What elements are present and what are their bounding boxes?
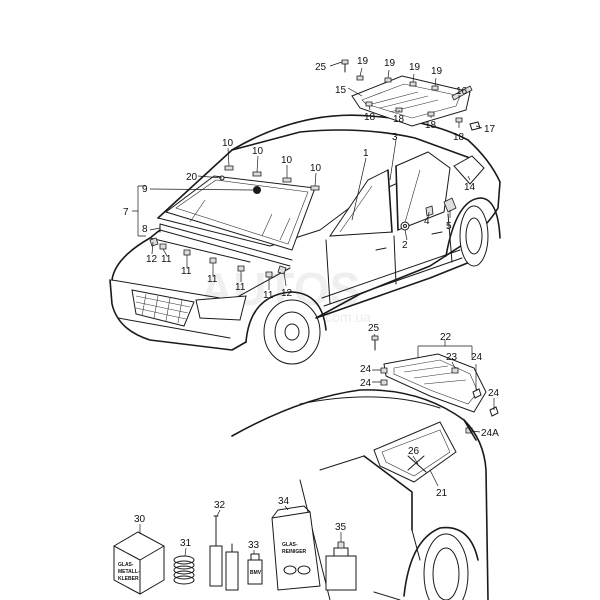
callout-26: 26 — [408, 446, 420, 457]
callout-22: 22 — [440, 332, 452, 343]
glue-box: GLAS- METALL- KLEBER — [113, 531, 165, 595]
callout-19a: 19 — [357, 56, 369, 67]
package-34-line2: REINIGER — [282, 549, 307, 555]
callout-30: 30 — [134, 514, 146, 525]
callout-7: 7 — [123, 207, 129, 218]
clips-10 — [224, 165, 320, 191]
callout-14: 14 — [464, 182, 476, 193]
callout-11e: 11 — [263, 290, 274, 301]
leader-lines — [132, 61, 495, 557]
callout-33: 33 — [248, 540, 260, 551]
callout-24c: 24 — [360, 378, 372, 389]
callout-11a: 11 — [161, 254, 172, 265]
callout-11c: 11 — [207, 274, 218, 285]
rear-window-mid — [371, 335, 499, 434]
callout-10b: 10 — [252, 146, 264, 157]
callout-24d: 24 — [488, 388, 500, 399]
cartridges — [209, 515, 239, 591]
callout-24a: 24 — [471, 352, 483, 363]
callout-25a: 25 — [315, 62, 327, 73]
callout-1: 1 — [363, 148, 369, 159]
sedan-body — [109, 114, 501, 365]
callout-5: 5 — [446, 221, 452, 232]
tube-33-label: BMV — [250, 570, 262, 576]
rear-car — [231, 389, 489, 600]
package-30-line3: KLEBER — [118, 576, 139, 582]
callout-12a: 12 — [146, 254, 158, 265]
callout-18d: 18 — [453, 132, 465, 143]
callout-19d: 19 — [431, 66, 443, 77]
callout-12b: 12 — [281, 288, 293, 299]
callout-11b: 11 — [181, 266, 192, 277]
callout-19b: 19 — [384, 58, 396, 69]
callout-21: 21 — [436, 488, 448, 499]
callout-4: 4 — [424, 216, 430, 227]
callout-18b: 18 — [393, 114, 405, 125]
callout-23: 23 — [446, 352, 458, 363]
callout-10a: 10 — [222, 138, 234, 149]
callout-8: 8 — [142, 224, 148, 235]
callout-10c: 10 — [281, 155, 293, 166]
callout-11d: 11 — [235, 282, 246, 293]
callout-17: 17 — [484, 124, 496, 135]
callout-25b: 25 — [368, 323, 380, 334]
callout-31: 31 — [180, 538, 192, 549]
tube: BMV — [247, 553, 263, 585]
package-30-line1: GLAS- — [118, 562, 134, 568]
package-34-line1: GLAS- — [282, 542, 298, 548]
callout-32: 32 — [214, 500, 226, 511]
callout-15: 15 — [335, 85, 347, 96]
callout-24A: 24A — [481, 428, 499, 439]
cleaning-kit: GLAS- REINIGER — [271, 505, 321, 591]
package-30-line2: METALL- — [118, 569, 140, 575]
callout-3: 3 — [392, 132, 398, 143]
callout-16: 16 — [456, 86, 468, 97]
callout-9: 9 — [142, 184, 148, 195]
callouts: 1 2 3 4 5 7 8 9 10 10 10 10 11 11 11 11 … — [123, 56, 500, 551]
callout-10d: 10 — [310, 163, 322, 174]
callout-34: 34 — [278, 496, 290, 507]
callout-20: 20 — [186, 172, 198, 183]
callout-24b: 24 — [360, 364, 372, 375]
cord-coil — [173, 555, 195, 585]
callout-2: 2 — [402, 240, 408, 251]
rear-window-top — [341, 59, 481, 131]
callout-35: 35 — [335, 522, 347, 533]
watermark-site: com.ua — [325, 309, 371, 325]
callout-18c: 18 — [425, 120, 437, 131]
callout-19c: 19 — [409, 62, 421, 73]
callout-18a: 18 — [364, 112, 376, 123]
bottle — [325, 541, 357, 591]
